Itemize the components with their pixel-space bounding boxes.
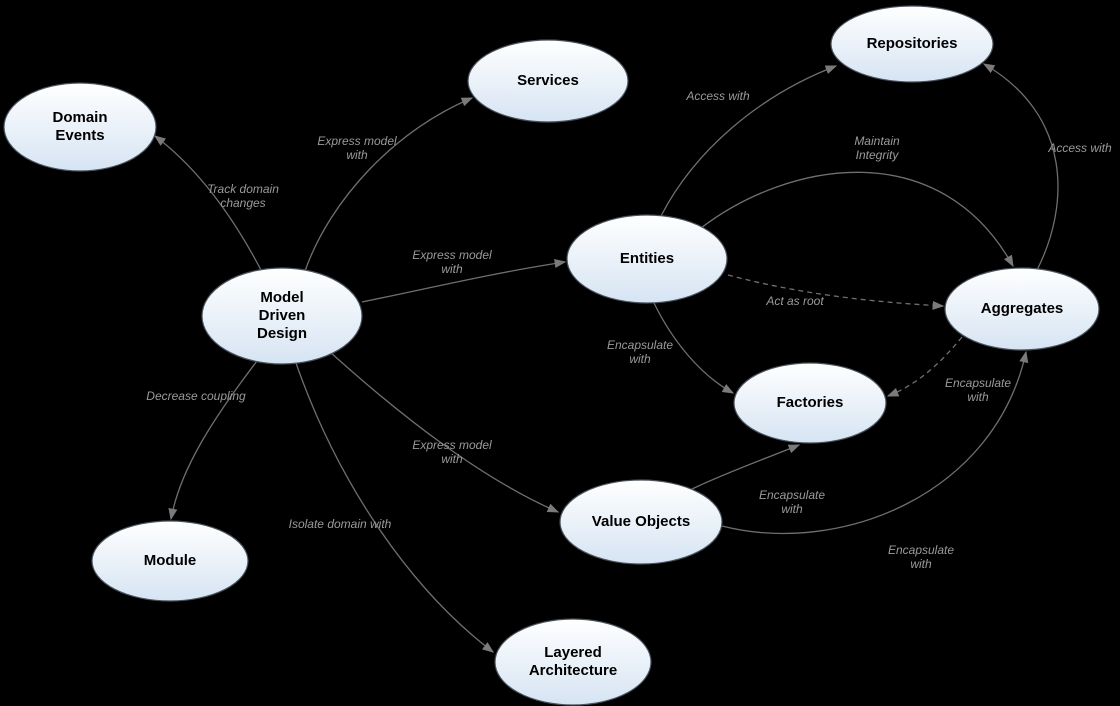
node-ellipse-entities [566,214,728,304]
node-label-factories: Factories [776,394,844,411]
edge-label-encapsulate-value-objects-aggregates: Encapsulate with [887,543,955,571]
node-ellipse-aggregates [944,267,1100,351]
edge-label-encapsulate-value-objects-factories: Encapsulate with [758,488,826,516]
edge-label-encapsulate-entities-factories: Encapsulate with [606,338,674,366]
edge-express-model-with-services [304,97,474,272]
edge-encapsulate-value-objects-aggregates [721,350,1029,534]
edge-label-express-model-with-entities: Express model with [412,248,492,276]
node-label-domain-events: Domain Events [52,109,108,144]
node-label-services: Services [517,72,579,89]
edge-encapsulate-entities-factories [653,302,735,394]
edge-label-decrease-coupling: Decrease coupling [146,389,246,403]
edge-label-express-model-with-services: Express model with [317,134,397,162]
node-label-model-driven-design: Model Driven Design [256,289,307,342]
edge-label-express-model-with-value-objects: Express model with [412,438,492,466]
node-ellipse-value-objects [559,479,723,565]
edge-isolate-domain-with [295,362,495,653]
edge-express-model-with-value-objects [329,351,560,513]
node-label-module: Module [143,552,197,569]
edge-label-maintain-integrity: Maintain Integrity [854,134,900,162]
edge-label-access-with-aggregates-repositories: Access with [1048,141,1112,155]
edge-act-as-root [727,274,945,310]
edge-encapsulate-aggregates-factories [886,336,963,397]
node-label-repositories: Repositories [866,35,958,52]
node-label-aggregates: Aggregates [980,300,1064,317]
node-ellipse-services [467,39,629,123]
edge-label-act-as-root: Act as root [766,294,824,308]
edge-maintain-integrity [700,171,1014,268]
edge-encapsulate-value-objects-factories [691,444,801,490]
edge-track-domain-changes [153,135,263,273]
node-ellipse-module [91,520,249,602]
node-ellipse-layered-architecture [494,618,652,706]
node-label-layered-architecture: Layered Architecture [528,644,618,679]
node-ellipse-factories [733,362,887,444]
node-ellipse-repositories [830,5,994,83]
edge-decrease-coupling [168,360,258,521]
edge-label-isolate-domain-with: Isolate domain with [288,517,392,531]
node-ellipse-domain-events [3,82,157,172]
node-label-entities: Entities [619,250,675,267]
edge-access-with-entities-repositories [660,65,838,217]
node-ellipse-model-driven-design [201,267,363,365]
node-label-value-objects: Value Objects [591,513,691,530]
edge-label-encapsulate-aggregates-factories: Encapsulate with [944,376,1012,404]
edge-label-access-with-entities-repositories: Access with [686,89,750,103]
edge-label-track-domain-changes: Track domain changes [207,182,279,210]
edge-access-with-aggregates-repositories [982,63,1059,271]
edge-express-model-with-entities [361,259,567,303]
